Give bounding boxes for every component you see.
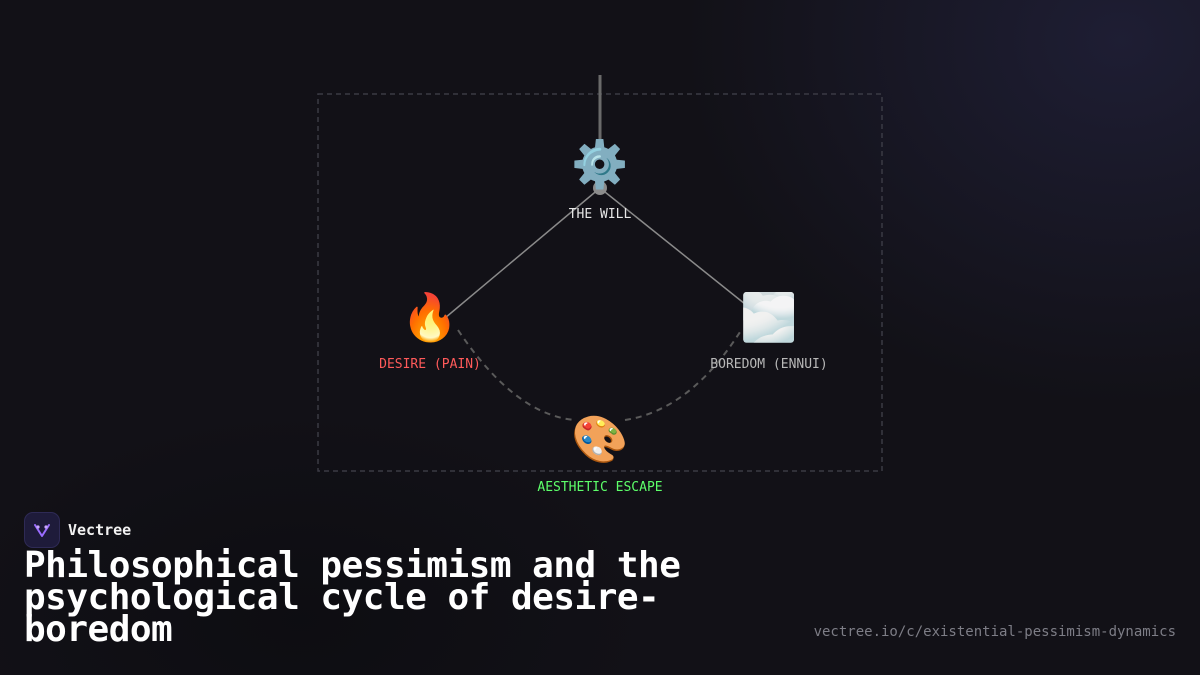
node-escape-label: AESTHETIC ESCAPE — [537, 480, 662, 495]
node-boredom-label: BOREDOM (ENNUI) — [710, 357, 827, 372]
page-title: Philosophical pessimism and the psycholo… — [24, 545, 681, 650]
node-desire: 🔥 DESIRE (PAIN) — [379, 290, 481, 372]
swing-arc — [457, 329, 741, 421]
swing-line-right — [599, 187, 756, 313]
fire-icon: 🔥 — [401, 290, 458, 344]
palette-icon: 🎨 — [571, 411, 628, 466]
node-boredom: 🌫️ BOREDOM (ENNUI) — [710, 290, 827, 372]
cloud-icon: 🌫️ — [740, 290, 797, 344]
node-desire-label: DESIRE (PAIN) — [379, 357, 481, 372]
brand: Vectree — [24, 512, 131, 548]
pivot-dot — [593, 181, 607, 195]
swing-line-left — [444, 187, 601, 319]
brand-name: Vectree — [68, 521, 132, 539]
node-will: ⚙️ THE WILL — [569, 137, 632, 222]
gear-icon: ⚙️ — [571, 137, 628, 191]
vectree-logo-icon — [24, 512, 60, 548]
source-url[interactable]: vectree.io/c/existential-pessimism-dynam… — [813, 624, 1176, 640]
node-will-label: THE WILL — [569, 207, 632, 222]
node-escape: 🎨 AESTHETIC ESCAPE — [537, 411, 662, 495]
